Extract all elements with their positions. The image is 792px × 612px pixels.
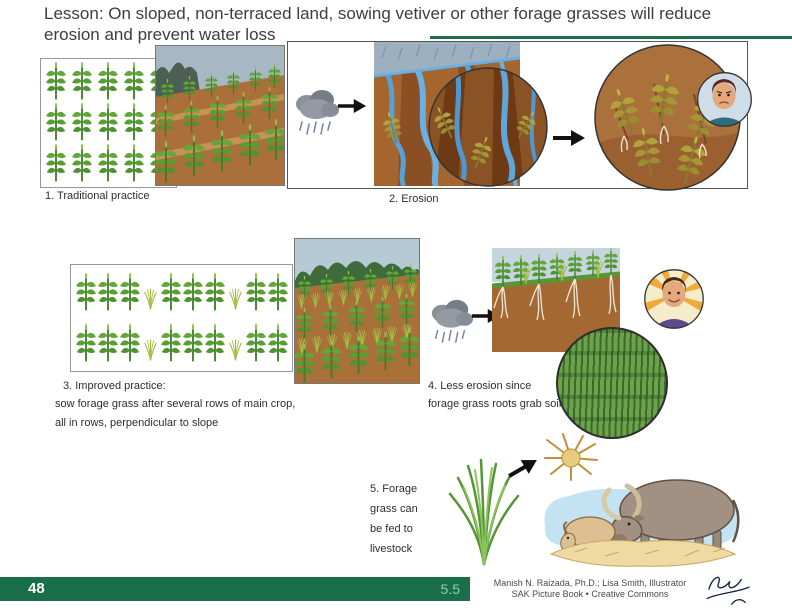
- step5-caption-line4: livestock: [370, 543, 413, 555]
- erosion-sequence-frame: [287, 41, 748, 189]
- credits: Manish N. Raizada, Ph.D.; Lisa Smith, Il…: [474, 578, 706, 600]
- arrow-right-icon: [552, 128, 586, 148]
- hay-bundle-icon: [544, 433, 598, 481]
- footer-bar: 48 5.5: [0, 577, 470, 601]
- arrow-right-icon: [337, 97, 367, 115]
- sad-farmer-portrait: [697, 72, 752, 127]
- credits-line1: Manish N. Raizada, Ph.D.; Lisa Smith, Il…: [493, 578, 687, 588]
- page-number: 48: [28, 580, 45, 597]
- happy-farmer-portrait: [644, 269, 704, 329]
- section-number: 5.5: [440, 581, 460, 597]
- step1-caption: 1. Traditional practice: [45, 190, 150, 202]
- step5-caption-line3: be fed to: [370, 523, 413, 535]
- step4-caption-line1: 4. Less erosion since: [428, 380, 532, 392]
- erosion-detail-inset: [428, 67, 548, 187]
- livestock-scene: [544, 433, 740, 567]
- rain-cloud-icon: [431, 299, 474, 343]
- header-rule: [430, 36, 792, 39]
- step4-caption-line2: forage grass roots grab soil: [428, 398, 562, 410]
- rain-cloud-icon: [295, 89, 340, 135]
- step5-caption-line1: 5. Forage: [370, 483, 418, 495]
- step5-caption-line2: grass can: [370, 503, 418, 515]
- step5-caption: 5. Forage grass can be fed to livestock: [370, 479, 418, 559]
- page-title: Lesson: On sloped, non-terraced land, so…: [44, 4, 712, 44]
- improved-field-panel: [70, 264, 293, 372]
- hay-pile: [549, 540, 737, 567]
- credits-line2: SAK Picture Book • Creative Commons: [511, 589, 669, 599]
- sloped-field-improved-illustration: [294, 238, 420, 384]
- corn-and-grass-rows-drawing: [76, 272, 288, 363]
- sloped-field-traditional-illustration: [155, 45, 285, 186]
- step2-caption: 2. Erosion: [389, 193, 439, 205]
- traditional-field-panel: [40, 58, 177, 188]
- step3-caption-line1: 3. Improved practice:: [63, 380, 166, 392]
- dense-forage-grass-inset: [556, 327, 668, 439]
- step3-caption-line2: sow forage grass after several rows of m…: [55, 398, 296, 410]
- forage-grass-clump: [448, 458, 520, 566]
- illustrator-signature-icon: [706, 576, 750, 605]
- step3-caption-line3: all in rows, perpendicular to slope: [55, 417, 219, 429]
